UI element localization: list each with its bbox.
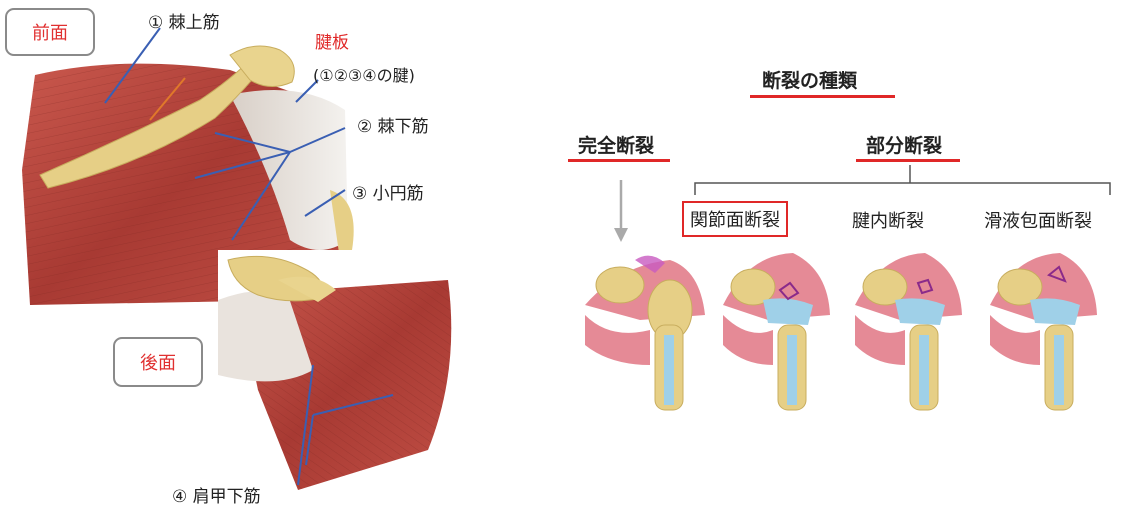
infraspinatus-label: ② 棘下筋	[357, 117, 429, 137]
bursal-side-tear-label: 滑液包面断裂	[984, 211, 1092, 232]
back-badge: 後面	[113, 337, 203, 387]
shoulder-articular-tear-figure	[723, 253, 830, 411]
subscapularis-label: ④ 肩甲下筋	[172, 487, 261, 507]
shoulder-bursal-tear-figure	[990, 253, 1097, 411]
supraspinatus-label: ① 棘上筋	[148, 13, 220, 33]
complete-tear-underline	[568, 159, 670, 162]
back-muscle-illustration	[218, 250, 463, 495]
complete-tear-heading: 完全断裂	[578, 135, 655, 157]
tear-types-title: 断裂の種類	[762, 70, 858, 92]
shoulder-intratendinous-tear-figure	[855, 253, 962, 411]
front-muscle-illustration	[22, 27, 354, 305]
tendon-plate-label: 腱板	[315, 33, 349, 53]
tear-types-title-underline	[750, 95, 895, 98]
back-badge-label: 後面	[140, 353, 176, 374]
articular-side-tear-label: 関節面断裂	[682, 201, 788, 237]
shoulder-complete-tear-figure	[585, 255, 705, 411]
intratendinous-tear-label: 腱内断裂	[852, 211, 924, 232]
front-badge: 前面	[5, 8, 95, 56]
partial-tear-heading: 部分断裂	[866, 135, 943, 157]
tendon-plate-sub-label: (①②③④の腱)	[313, 66, 415, 85]
front-badge-label: 前面	[32, 23, 68, 44]
teres-minor-label: ③ 小円筋	[352, 184, 424, 204]
partial-tear-underline	[856, 159, 960, 162]
